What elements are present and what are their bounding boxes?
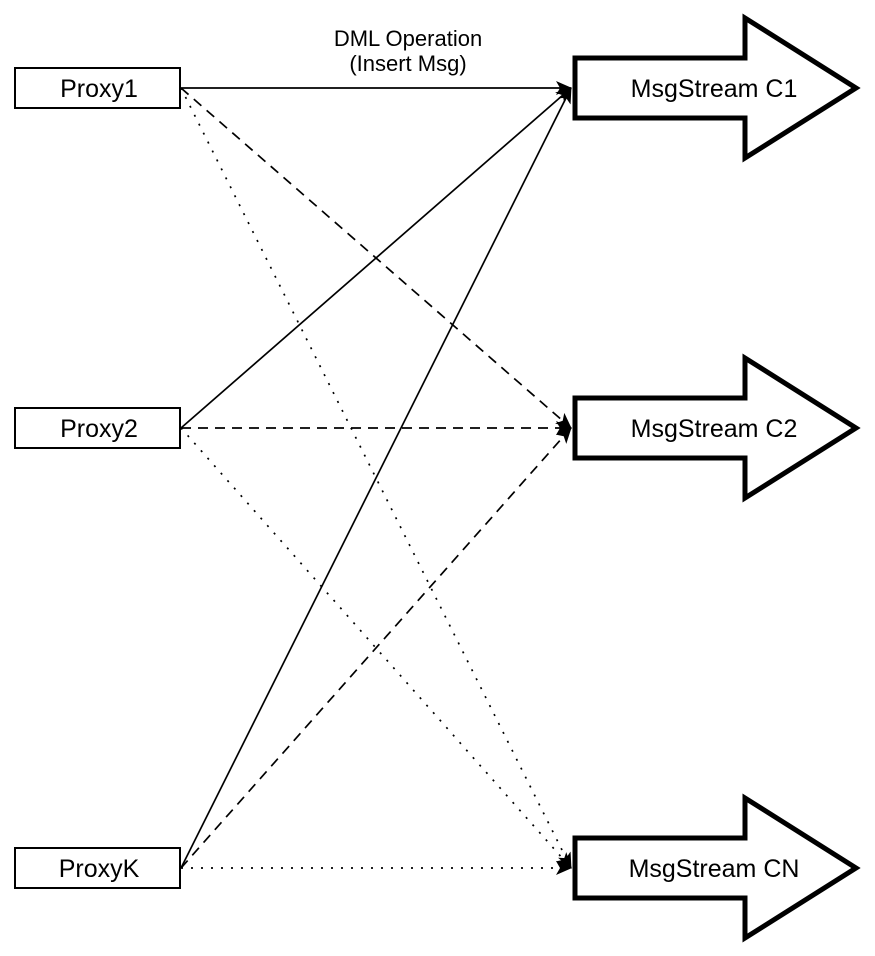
- msgstream-c1-node: MsgStream C1: [572, 13, 861, 163]
- edge-proxy2-to-c1: [180, 87, 572, 429]
- msgstream-c2-arrow: [572, 353, 861, 503]
- proxy2-label: Proxy2: [60, 415, 138, 443]
- proxyk-box: [14, 847, 181, 889]
- msgstream-cn-arrow: [572, 793, 861, 943]
- msgstream-cn-node: MsgStream CN: [572, 793, 861, 943]
- proxy2-node: Proxy2: [14, 407, 181, 449]
- edge-proxyk-to-c2: [180, 427, 572, 869]
- proxyk-label: ProxyK: [59, 855, 140, 883]
- msgstream-c1-arrow: [572, 13, 861, 163]
- msgstream-c2-node: MsgStream C2: [572, 353, 861, 503]
- edge-lines-group: [180, 81, 572, 875]
- dml-operation-label-line2: (Insert Msg): [349, 51, 466, 76]
- msgstream-c1-label: MsgStream C1: [631, 75, 798, 103]
- msgstream-c2-label: MsgStream C2: [631, 415, 798, 443]
- proxy1-label: Proxy1: [60, 75, 138, 103]
- proxy1-box: [14, 67, 181, 109]
- edge-proxyk-to-c1: [180, 87, 572, 869]
- proxy2-box: [14, 407, 181, 449]
- proxyk-node: ProxyK: [14, 847, 181, 889]
- proxy1-node: Proxy1: [14, 67, 181, 109]
- msgstream-cn-label: MsgStream CN: [629, 855, 800, 883]
- dml-operation-label-line1: DML Operation: [334, 26, 482, 51]
